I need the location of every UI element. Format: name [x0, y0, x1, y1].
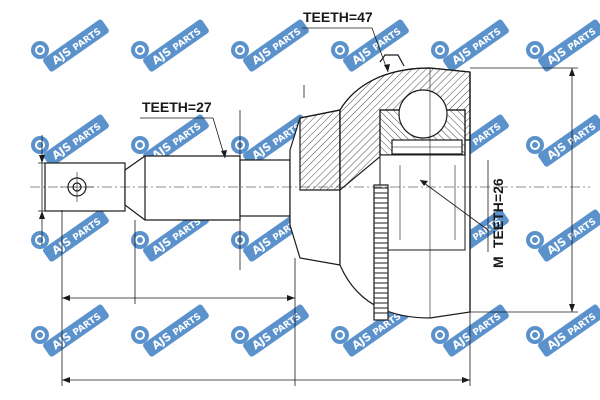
- nty-logo-icon: AJSPARTS: [526, 18, 600, 73]
- svg-text:AJSPARTS: AJSPARTS: [50, 214, 104, 257]
- cv-joint-outline: [44, 54, 471, 321]
- nty-logo-icon: AJSPARTS: [31, 303, 111, 358]
- nty-logo-icon: AJSPARTS: [131, 18, 211, 73]
- nty-logo-icon: AJSPARTS: [526, 303, 600, 358]
- nty-logo-icon: AJSPARTS: [231, 303, 311, 358]
- svg-text:AJSPARTS: AJSPARTS: [150, 309, 204, 352]
- svg-text:AJSPARTS: AJSPARTS: [545, 309, 599, 352]
- dimension-lines: [30, 27, 590, 386]
- svg-text:AJSPARTS: AJSPARTS: [545, 119, 599, 162]
- thread-label: M: [490, 256, 506, 268]
- svg-text:AJSPARTS: AJSPARTS: [50, 24, 104, 67]
- svg-text:AJSPARTS: AJSPARTS: [450, 24, 504, 67]
- svg-text:AJSPARTS: AJSPARTS: [150, 214, 204, 257]
- teeth-inner-label: TEETH=26: [490, 178, 506, 248]
- svg-text:AJSPARTS: AJSPARTS: [50, 119, 104, 162]
- nty-logo-icon: AJSPARTS: [526, 208, 600, 263]
- svg-text:AJSPARTS: AJSPARTS: [545, 214, 599, 257]
- svg-text:AJSPARTS: AJSPARTS: [545, 24, 599, 67]
- svg-text:AJSPARTS: AJSPARTS: [150, 24, 204, 67]
- nty-logo-icon: AJSPARTS: [131, 303, 211, 358]
- nty-logo-icon: AJSPARTS: [231, 18, 311, 73]
- nty-logo-icon: AJSPARTS: [431, 18, 511, 73]
- svg-text:AJSPARTS: AJSPARTS: [450, 309, 504, 352]
- svg-text:AJSPARTS: AJSPARTS: [50, 309, 104, 352]
- teeth-outer-label: TEETH=47: [303, 9, 373, 25]
- svg-text:AJSPARTS: AJSPARTS: [250, 24, 304, 67]
- nty-logo-icon: AJSPARTS: [526, 113, 600, 168]
- nty-logo-icon: AJSPARTS: [31, 18, 111, 73]
- teeth-shaft-label: TEETH=27: [142, 99, 212, 115]
